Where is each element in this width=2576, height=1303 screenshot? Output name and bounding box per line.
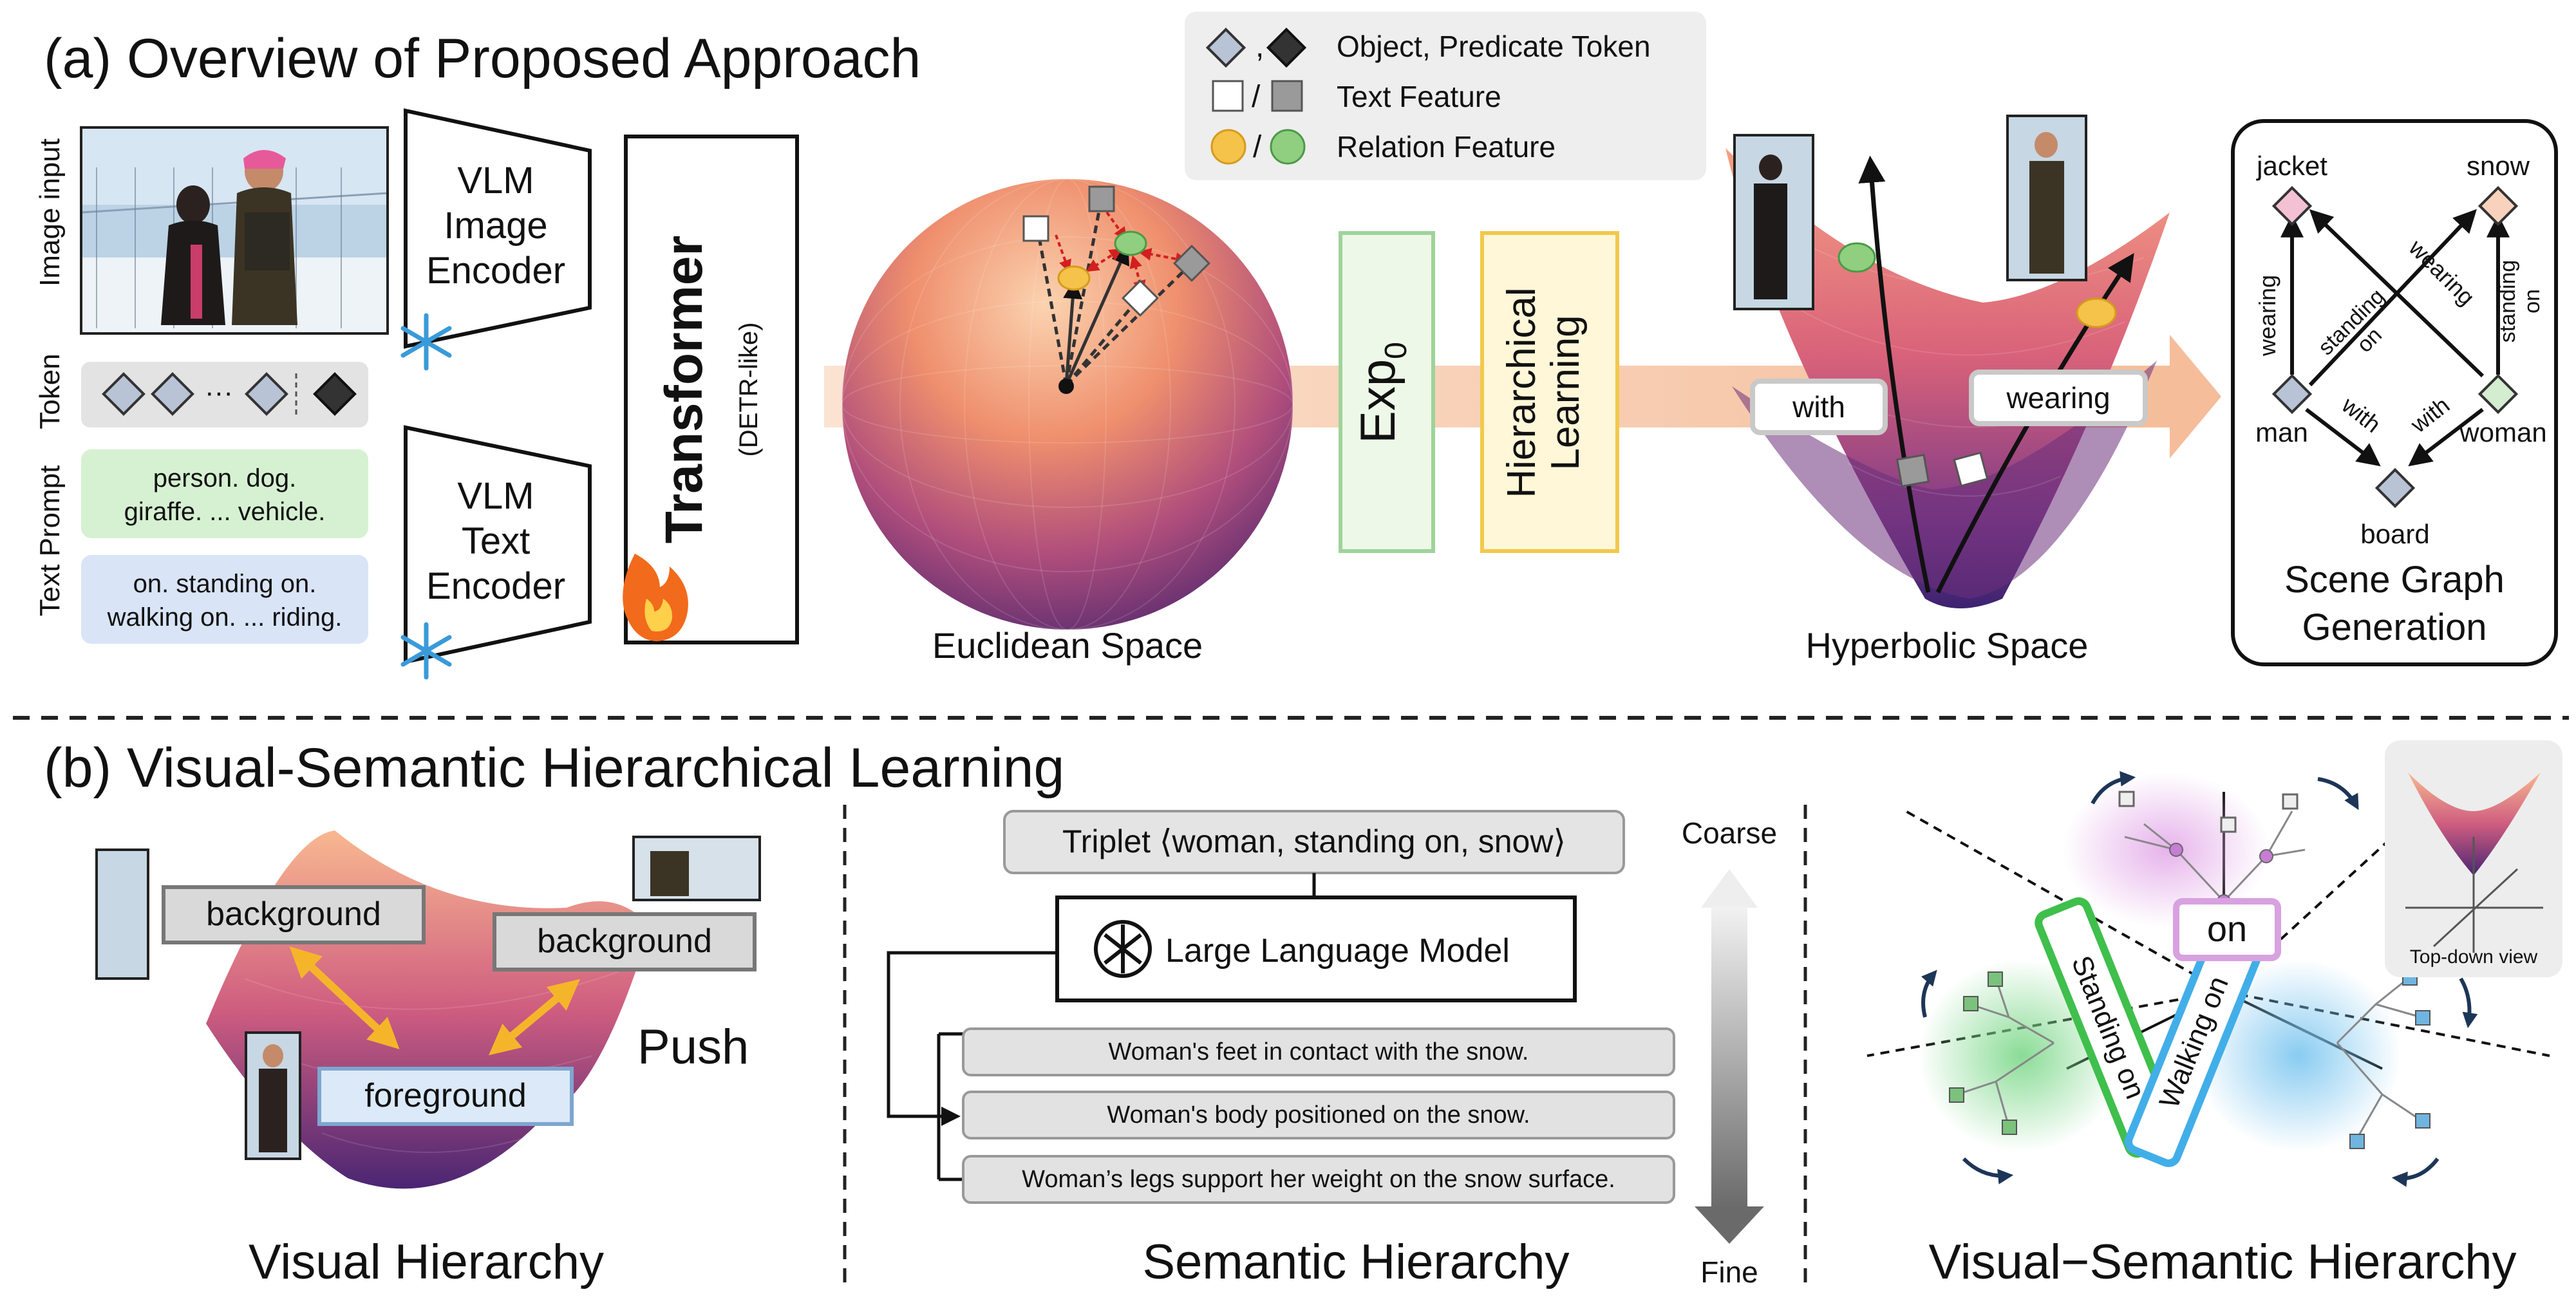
svg-text:on. standing on.: on. standing on. <box>133 570 317 598</box>
svg-text:,: , <box>1255 30 1264 64</box>
svg-text:Exp0: Exp0 <box>1351 342 1413 444</box>
object-token-3 <box>245 372 288 416</box>
desc-3: Woman’s legs support her weight on the s… <box>1022 1166 1615 1193</box>
svg-text:Encoder: Encoder <box>426 565 565 607</box>
svg-text:Learning: Learning <box>1543 315 1588 470</box>
visual-hierarchy: background background foreground Push <box>95 830 761 1189</box>
on-box: on <box>2207 908 2247 949</box>
desc-1: Woman's feet in contact with the snow. <box>1109 1038 1529 1065</box>
visual-hierarchy-caption: Visual Hierarchy <box>249 1235 604 1289</box>
sg-node-snow <box>2477 185 2519 227</box>
svg-text:/: / <box>1252 80 1261 114</box>
legend-relation-feature: Relation Feature <box>1337 130 1556 164</box>
coarse-label: Coarse <box>1682 816 1777 850</box>
svg-text:wearing: wearing <box>2006 381 2110 415</box>
section-b-title: (b) Visual-Semantic Hierarchical Learnin… <box>44 737 1064 799</box>
svg-text:Text: Text <box>462 520 530 562</box>
sg-node-woman <box>2477 373 2519 415</box>
euclidean-label: Euclidean Space <box>932 625 1203 666</box>
svg-text:/: / <box>1253 130 1262 164</box>
semantic-hierarchy-caption: Semantic Hierarchy <box>1142 1235 1569 1289</box>
vlm-image-encoder: VLM Image Encoder <box>404 108 592 349</box>
predicate-token <box>313 372 357 416</box>
semantic-hierarchy: Triplet ⟨woman, standing on, snow⟩ Large… <box>887 810 1777 1289</box>
svg-text:board: board <box>2360 519 2429 549</box>
object-prompt-box: person. dog. giraffe. ... vehicle. <box>81 449 368 538</box>
sg-node-jacket <box>2271 185 2313 227</box>
svg-text:snow: snow <box>2467 151 2530 181</box>
svg-text:jacket: jacket <box>2255 151 2327 181</box>
topdown-inset: Top-down view <box>2385 740 2562 977</box>
label-image-input: Image input <box>34 138 66 286</box>
triplet-box: Triplet ⟨woman, standing on, snow⟩ <box>1062 823 1566 859</box>
transformer-block: Transformer (DETR-like) <box>624 135 799 644</box>
svg-text:Image: Image <box>444 205 547 247</box>
input-image <box>80 126 389 335</box>
svg-text:wearing: wearing <box>2254 275 2280 357</box>
push-label: Push <box>637 1020 749 1074</box>
bg-label-left: background <box>206 895 381 933</box>
token-ellipsis: ··· <box>205 377 233 408</box>
svg-text:Encoder: Encoder <box>426 250 565 292</box>
svg-text:Top-down view: Top-down view <box>2410 946 2538 968</box>
label-text-prompt: Text Prompt <box>34 465 66 617</box>
hierarchical-learning-block: Hierarchical Learning <box>1480 231 1619 553</box>
svg-text:woman: woman <box>2459 417 2546 447</box>
legend-text-feature: Text Feature <box>1337 80 1501 113</box>
svg-text:Generation: Generation <box>2302 606 2487 648</box>
svg-text:walking on. ... riding.: walking on. ... riding. <box>107 603 343 632</box>
llm-box: Large Language Model <box>1165 932 1510 970</box>
bg-label-right: background <box>537 923 712 960</box>
svg-text:on: on <box>2520 289 2544 314</box>
fg-label: foreground <box>364 1077 527 1114</box>
object-token-1 <box>102 372 146 416</box>
section-a-title: (a) Overview of Proposed Approach <box>44 28 921 89</box>
legend-token: Object, Predicate Token <box>1337 30 1651 63</box>
sg-node-board <box>2374 467 2416 509</box>
predicate-prompt-box: on. standing on. walking on. ... riding. <box>81 555 368 644</box>
snowflake-icon-text <box>400 622 452 680</box>
legend: , Object, Predicate Token / Text Feature… <box>1185 12 1706 180</box>
hyp-tag-with: with <box>1750 379 1888 435</box>
object-token-2 <box>151 372 194 416</box>
svg-text:Transformer: Transformer <box>655 236 713 544</box>
scene-graph-panel: jacket snow man woman board wearing wear… <box>2231 119 2558 666</box>
svg-text:standing: standing <box>2496 260 2520 343</box>
hyperbolic-label: Hyperbolic Space <box>1806 625 2089 666</box>
svg-text:man: man <box>2255 417 2308 447</box>
token-row: ··· <box>81 362 368 427</box>
llm-icon <box>1094 920 1152 978</box>
svg-text:with: with <box>1792 390 1845 424</box>
svg-text:giraffe. ... vehicle.: giraffe. ... vehicle. <box>124 498 326 526</box>
svg-text:person. dog.: person. dog. <box>153 464 296 492</box>
svg-text:VLM: VLM <box>457 475 534 517</box>
desc-2: Woman's body positioned on the snow. <box>1107 1101 1530 1129</box>
exp-block: Exp0 <box>1339 231 1435 553</box>
fire-icon <box>623 554 688 641</box>
fine-label: Fine <box>1700 1255 1758 1289</box>
svg-text:Scene Graph: Scene Graph <box>2284 559 2505 601</box>
snowflake-icon-image <box>400 313 452 371</box>
svg-text:VLM: VLM <box>457 160 534 202</box>
vs-hierarchy-caption: Visual−Semantic Hierarchy <box>1928 1235 2516 1289</box>
svg-text:Hierarchical: Hierarchical <box>1500 287 1544 498</box>
label-token: Token <box>34 353 66 429</box>
euclidean-sphere <box>841 178 1293 630</box>
hyp-tag-wearing: wearing <box>1969 370 2148 426</box>
svg-text:(DETR-like): (DETR-like) <box>735 323 763 457</box>
vlm-text-encoder: VLM Text Encoder <box>404 425 592 664</box>
sg-node-man <box>2271 373 2313 415</box>
hyperbolic-surface <box>1725 115 2170 608</box>
vs-hierarchy: Standing on Walking on on <box>1866 771 2550 1187</box>
